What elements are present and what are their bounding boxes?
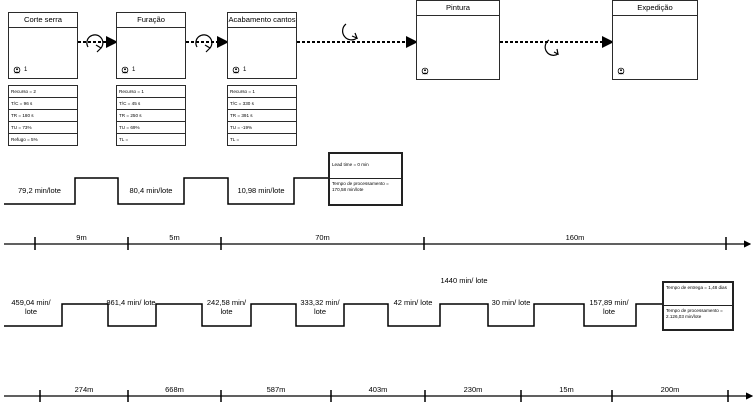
operator-icon	[421, 67, 429, 75]
timeline-1-summary: Lead time = 0 min Tempo de processamento…	[328, 152, 403, 206]
operator-icon	[13, 66, 21, 74]
data-box-corte-serra: Recurso = 2 T/C = 96 s TR = 180 s TU = 7…	[8, 85, 78, 146]
timeline-2-label: 30 min/ lote	[491, 298, 531, 307]
timeline-2-label: 459,04 min/ lote	[11, 298, 51, 316]
distance-label: 160m	[565, 233, 585, 242]
process-title: Corte serra	[9, 13, 77, 28]
timeline-1-label: 80,4 min/lote	[129, 186, 173, 195]
data-row: T/C = 96 s	[9, 98, 77, 110]
operator-indicator: 1	[13, 66, 27, 74]
data-row: TL =	[230, 137, 240, 142]
data-box-furacao: Recurso = 1 T/C = 45 s TR = 250 s TU = 6…	[116, 85, 186, 146]
operator-indicator	[421, 67, 432, 75]
timeline-1-label: 79,2 min/lote	[18, 186, 61, 195]
distance-label: 587m	[266, 385, 286, 394]
timeline-1-wave	[4, 177, 328, 205]
timeline-2-label: 157,89 min/ lote	[589, 298, 629, 316]
operator-count: 1	[24, 67, 28, 73]
data-row: Recurso = 2	[9, 86, 77, 98]
timeline-2-summary: Tempo de entrega = 1,48 dias Tempo de pr…	[662, 281, 734, 331]
data-row: Refugo = 5%	[11, 137, 38, 142]
distance-label: 9m	[76, 233, 87, 242]
process-title: Acabamento cantos	[228, 13, 296, 28]
distance-label: 668m	[165, 385, 184, 394]
process-box-expedicao: Expedição	[612, 0, 698, 80]
distance-label: 15m	[559, 385, 574, 394]
circular-arrow-icon	[544, 39, 559, 56]
data-row: T/C = 330 s	[228, 98, 296, 110]
timeline-2-label: 333,32 min/ lote	[300, 298, 340, 316]
distance-label: 5m	[169, 233, 180, 242]
timeline-2-label: 861,4 min/ lote	[106, 298, 156, 307]
operator-count: 1	[132, 67, 136, 73]
circular-arrow-icon	[195, 34, 213, 53]
processing-time: Tempo de processamento = 170,58 min/lote	[330, 178, 401, 194]
process-box-furacao: Furação 1	[116, 12, 186, 79]
operator-count: 1	[243, 67, 247, 73]
distance-label: 230m	[463, 385, 483, 394]
timeline-2-label: 42 min/ lote	[393, 298, 433, 307]
delivery-time: Tempo de entrega = 1,48 dias	[666, 285, 727, 290]
data-row: Recurso = 1	[228, 86, 296, 98]
timeline-2-wave	[4, 303, 662, 327]
process-box-acabamento-cantos: Acabamento cantos 1	[227, 12, 297, 79]
data-row: TU = -19%	[228, 122, 296, 134]
process-title: Furação	[117, 13, 185, 28]
operator-icon	[121, 66, 129, 74]
processing-time: Tempo de processamento = 2.126,03 min/lo…	[664, 305, 732, 321]
distance-label: 403m	[368, 385, 388, 394]
data-row: TR = 391 s	[228, 110, 296, 122]
process-title: Pintura	[417, 1, 499, 16]
circular-arrow-icon	[86, 34, 104, 53]
data-row: TL =	[119, 137, 129, 142]
data-row: T/C = 45 s	[117, 98, 185, 110]
data-row: Recurso = 1	[117, 86, 185, 98]
distance-label: 200m	[660, 385, 680, 394]
circular-arrow-icon	[342, 23, 359, 41]
timeline-2-label: 1440 min/ lote	[440, 276, 488, 285]
timeline-2-label: 242,58 min/ lote	[206, 298, 247, 316]
operator-indicator: 1	[121, 66, 135, 74]
data-box-acabamento-cantos: Recurso = 1 T/C = 330 s TR = 391 s TU = …	[227, 85, 297, 146]
process-title: Expedição	[613, 1, 697, 16]
process-box-pintura: Pintura	[416, 0, 500, 80]
lead-time: Lead time = 0 min	[332, 162, 369, 167]
distance-label: 274m	[74, 385, 94, 394]
data-row: TR = 180 s	[9, 110, 77, 122]
timeline-1-label: 10,98 min/lote	[237, 186, 285, 195]
operator-indicator	[617, 67, 628, 75]
distance-label: 70m	[315, 233, 330, 242]
operator-icon	[232, 66, 240, 74]
data-row: TR = 250 s	[117, 110, 185, 122]
operator-icon	[617, 67, 625, 75]
process-box-corte-serra: Corte serra 1	[8, 12, 78, 79]
data-row: TU = 69%	[117, 122, 185, 134]
data-row: TU = 73%	[9, 122, 77, 134]
operator-indicator: 1	[232, 66, 246, 74]
